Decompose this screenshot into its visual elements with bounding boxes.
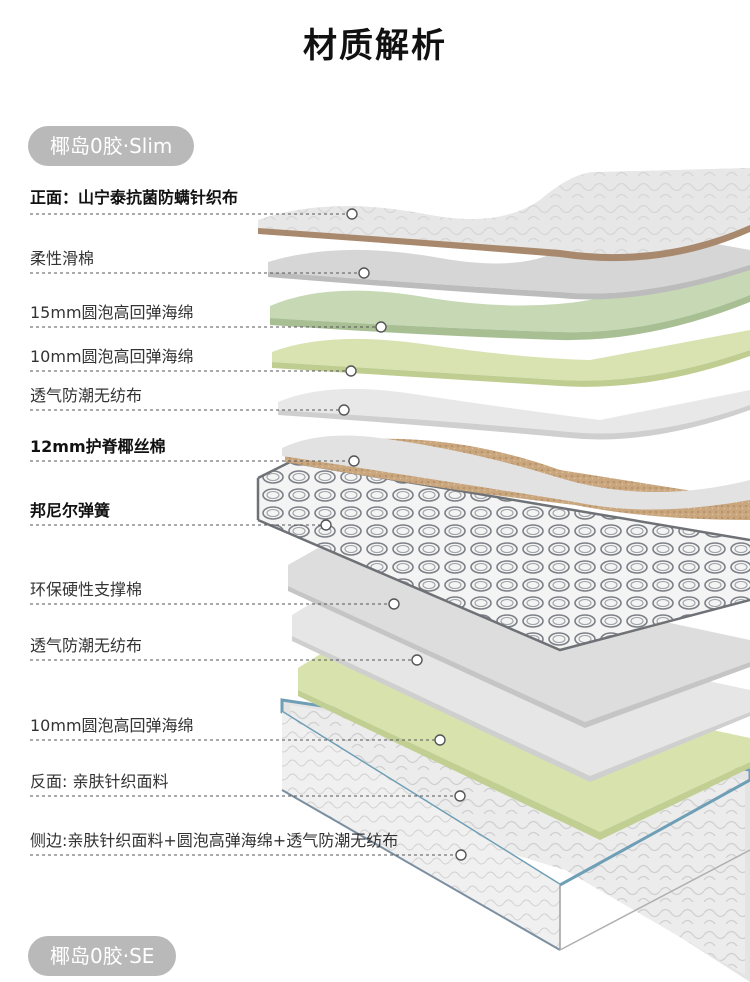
layer-foam-15mm — [270, 265, 750, 333]
label-soft-padding: 柔性滑棉 — [30, 249, 95, 268]
label-foam-10mm-upper: 10mm圆泡高回弹海绵 — [30, 347, 194, 366]
layer-foam-10mm-upper — [272, 330, 750, 381]
label-side-fabric: 侧边:亲肤针织面料+圆泡高弹海绵+透气防潮无纺布 — [30, 831, 399, 850]
label-springs: 邦尼尔弹簧 — [30, 501, 111, 520]
label-nonwoven-upper: 透气防潮无纺布 — [30, 386, 143, 405]
model-badge-slim: 椰岛0胶·Slim — [28, 126, 195, 166]
page-title: 材质解析 — [303, 26, 447, 66]
label-nonwoven-lower: 透气防潮无纺布 — [30, 636, 143, 655]
label-coir: 12mm护脊椰丝棉 — [30, 437, 166, 456]
layer-support-foam — [288, 548, 750, 722]
label-support-foam: 环保硬性支撑棉 — [30, 580, 143, 599]
label-bottom-fabric: 反面: 亲肤针织面料 — [30, 772, 169, 791]
layer-coir — [282, 435, 750, 520]
model-badge-se: 椰岛0胶·SE — [28, 936, 177, 976]
label-top-fabric: 正面：山宁泰抗菌防螨针织布 — [30, 188, 239, 207]
label-foam-15mm: 15mm圆泡高回弹海绵 — [30, 303, 194, 322]
layer-nonwoven-upper — [278, 388, 750, 434]
label-foam-10mm-lower: 10mm圆泡高回弹海绵 — [30, 716, 194, 735]
layer-top-knit-fabric — [258, 168, 750, 262]
